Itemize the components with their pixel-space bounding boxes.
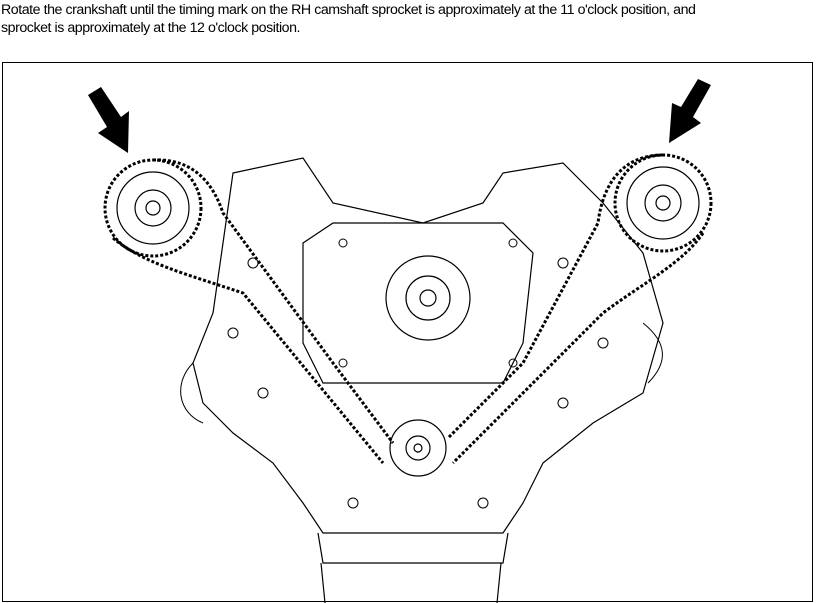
instruction-text: Rotate the crankshaft until the timing m… [1, 1, 816, 37]
engine-drawing [88, 79, 713, 603]
engine-block-outline [192, 157, 664, 534]
water-pump-pulley [385, 255, 471, 341]
rh-camshaft-sprocket [613, 153, 713, 253]
engine-timing-illustration [2, 62, 813, 603]
crankshaft-sprocket [389, 419, 447, 477]
rh-timing-chain [446, 153, 705, 465]
instruction-line-2: sprocket is approximately at the 12 o'cl… [1, 20, 301, 36]
lh-timing-chain [112, 158, 395, 464]
lh-timing-mark-arrow [88, 87, 129, 153]
rh-timing-mark-arrow [669, 79, 711, 143]
instruction-line-1: Rotate the crankshaft until the timing m… [1, 2, 696, 18]
